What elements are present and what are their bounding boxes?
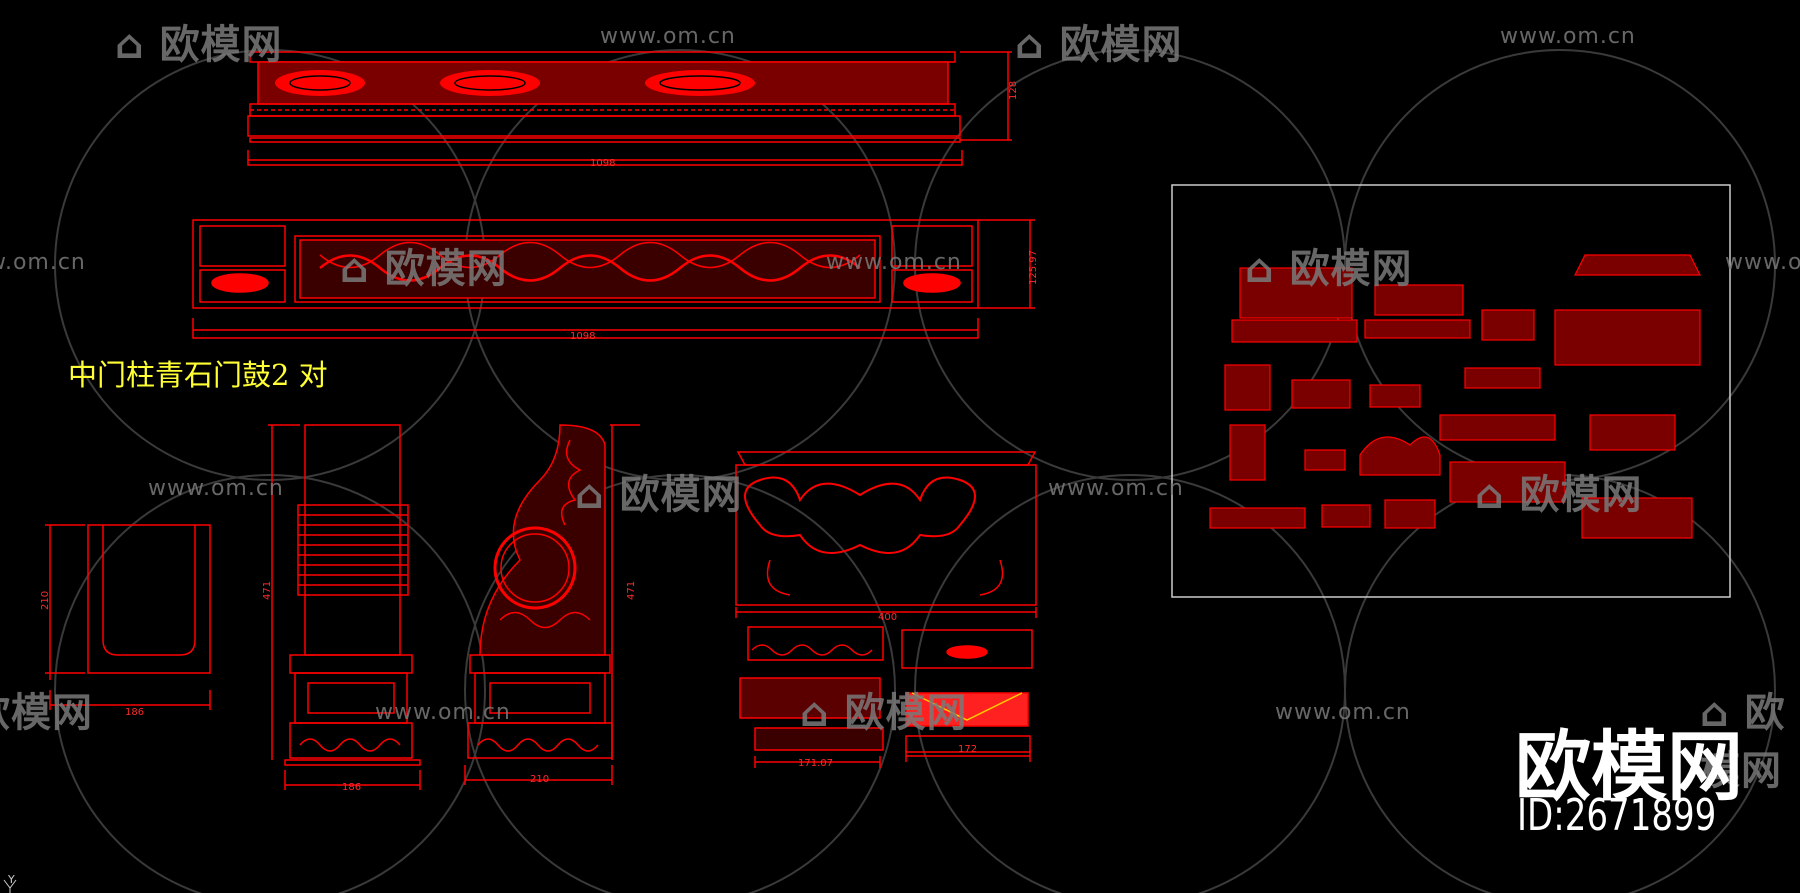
watermark-logo: ⌂ 欧模网 [1475, 472, 1643, 518]
dim-base-a-width: 171.07 [798, 758, 833, 769]
watermark-logo: ⌂ 欧模网 [115, 22, 283, 68]
dim-block-width: 186 [125, 707, 144, 718]
dim-pillar-height: 471 [262, 581, 273, 600]
cloud-panel-drawing: 400 [735, 451, 1037, 623]
dim-block-height: 210 [40, 591, 51, 610]
brand-id: ID:2671899 [1517, 790, 1717, 841]
watermark-url: www.om.cn [1275, 700, 1411, 725]
block-drawing: 186 210 [40, 524, 211, 718]
dim-top-height: 128 [1008, 81, 1019, 100]
drawing-title: 中门柱青石门鼓2 对 [68, 358, 328, 392]
watermark-url: www.om.cn [148, 476, 284, 501]
dim-cloud-width: 400 [878, 612, 897, 623]
watermark-logo: ⌂ 欧模网 [1015, 22, 1183, 68]
dim-base-b-width: 172 [958, 744, 977, 755]
watermark-url: www.om.cn [1725, 250, 1800, 275]
watermark-logo: ⌂ 欧模网 [340, 246, 508, 292]
watermark-logo: ⌂ 欧模网 [1700, 690, 1786, 794]
watermark-logo: 欧模网 [0, 690, 93, 736]
watermark-url: www.om.cn [1500, 24, 1636, 49]
top-frieze-drawing: 1098 128 [247, 51, 1019, 169]
second-frieze-drawing: 1098 125.97 [192, 219, 1039, 342]
dim-second-width: 1098 [570, 331, 595, 342]
axis-label: Y [8, 873, 15, 886]
watermark-logo: ⌂ 欧模网 [800, 690, 968, 736]
base-drawings: 171.07 172 [739, 626, 1033, 769]
watermark-url: www.om.cn [600, 24, 736, 49]
drum-drawing: 210 471 [464, 424, 640, 785]
dim-top-width: 1098 [590, 158, 615, 169]
catalog-preview [1171, 184, 1731, 598]
dim-drum-height: 471 [626, 581, 637, 600]
dim-pillar-width: 186 [342, 782, 361, 793]
watermark-url: www.om.cn [0, 250, 86, 275]
watermark-logo: ⌂ 欧模网 [1245, 246, 1413, 292]
brand-name: 欧模网 [1515, 722, 1743, 811]
watermark-url: www.om.cn [826, 250, 962, 275]
dim-drum-width: 210 [530, 774, 549, 785]
watermark-url: www.om.cn [1048, 476, 1184, 501]
watermark-logo: ⌂ 欧模网 [575, 472, 743, 518]
dim-second-height: 125.97 [1028, 250, 1039, 285]
watermark-url: www.om.cn [375, 700, 511, 725]
ucs-icon [3, 879, 17, 893]
pillar-drawing: 186 471 [262, 424, 421, 793]
